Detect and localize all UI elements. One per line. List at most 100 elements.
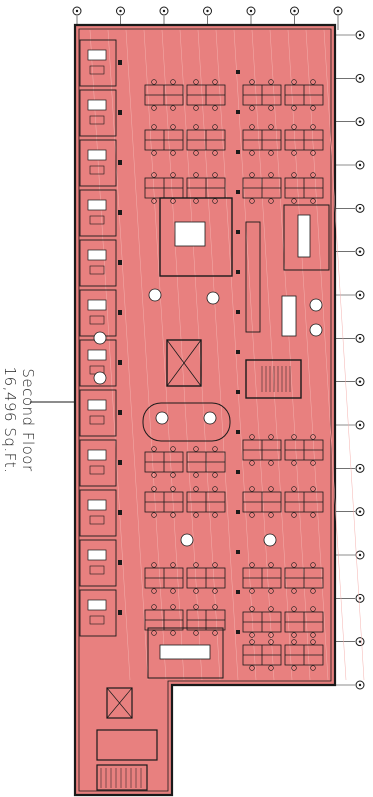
chair [151,562,157,568]
office-desk [87,549,107,561]
office-desk [87,499,107,511]
chair [193,630,199,636]
column [236,350,240,354]
column [118,60,122,65]
chair [268,150,274,156]
floor-slab [73,23,365,797]
chair [212,105,218,111]
grid-bubble-dot [358,423,362,427]
chair [212,150,218,156]
office-room [79,389,117,437]
grid-bubble-dot [358,467,362,470]
workstation-cluster [186,486,226,518]
elevator-x [106,687,133,719]
chair [268,639,274,645]
chair [291,172,297,178]
column [118,460,122,465]
chair [151,172,157,178]
office-desk-return [89,315,105,325]
chair [291,606,297,612]
grid-bubble-dot [75,9,79,13]
chair [249,434,255,440]
workstation-cluster [284,606,324,638]
column [236,230,240,234]
round-table [93,331,107,345]
office-desk-return [89,615,105,625]
chair [291,639,297,645]
chair [193,512,199,518]
column-grid-right [334,30,365,690]
round-table [206,291,220,305]
column [236,110,240,114]
chair [151,512,157,518]
column [236,470,240,474]
chair [268,665,274,671]
grid-bubble-dot [358,597,362,600]
workstation-cluster [284,172,324,204]
office-desk-return [89,265,105,275]
chair [249,150,255,156]
grid-bubble-dot [358,33,362,37]
chair [193,150,199,156]
column [236,590,240,594]
column [236,270,240,274]
hatch [233,29,275,681]
chair [193,446,199,452]
chair [268,460,274,466]
chair [170,486,176,492]
workstation-cluster [144,604,184,636]
grid-bubble-dot [358,337,362,340]
column [236,550,240,554]
chair [193,604,199,610]
meeting-rooms [93,204,330,679]
hatch [305,29,347,681]
chair [310,512,316,518]
column [118,210,122,215]
elevator-x [166,339,202,387]
conference-table [297,214,311,258]
hatch [161,29,203,681]
chair [249,665,255,671]
chair [193,105,199,111]
chair [170,79,176,85]
office-room [79,189,117,237]
column [118,260,122,265]
office-desk [87,249,107,261]
grid-bubble-dot [358,683,362,687]
workstation-cluster [242,79,282,111]
chair [291,632,297,638]
grid-bubble-dot [293,9,296,13]
chair [170,124,176,130]
slab-outline [73,23,337,797]
chair [310,632,316,638]
chair [310,434,316,440]
office-desk-return [89,515,105,525]
chair [212,124,218,130]
chair [151,630,157,636]
column [236,150,240,154]
column [236,430,240,434]
column [118,610,122,615]
workstation-cluster [186,79,226,111]
grid-bubble-dot [358,250,362,253]
workstation-cluster [186,446,226,478]
elevator-shaft [166,339,202,387]
chair [193,172,199,178]
chair [268,512,274,518]
chair [268,486,274,492]
chair [268,172,274,178]
office-desk [87,299,107,311]
chair [170,588,176,594]
chair [310,124,316,130]
storage-room [245,221,261,333]
column [236,70,240,74]
workstation-cluster [242,639,282,671]
chair [151,124,157,130]
office-desk [87,599,107,611]
workstation-cluster [242,606,282,638]
grid-bubble-dot [336,9,340,13]
chair [170,105,176,111]
chair [170,172,176,178]
chair [268,79,274,85]
grid-bubble-dot [249,9,253,13]
